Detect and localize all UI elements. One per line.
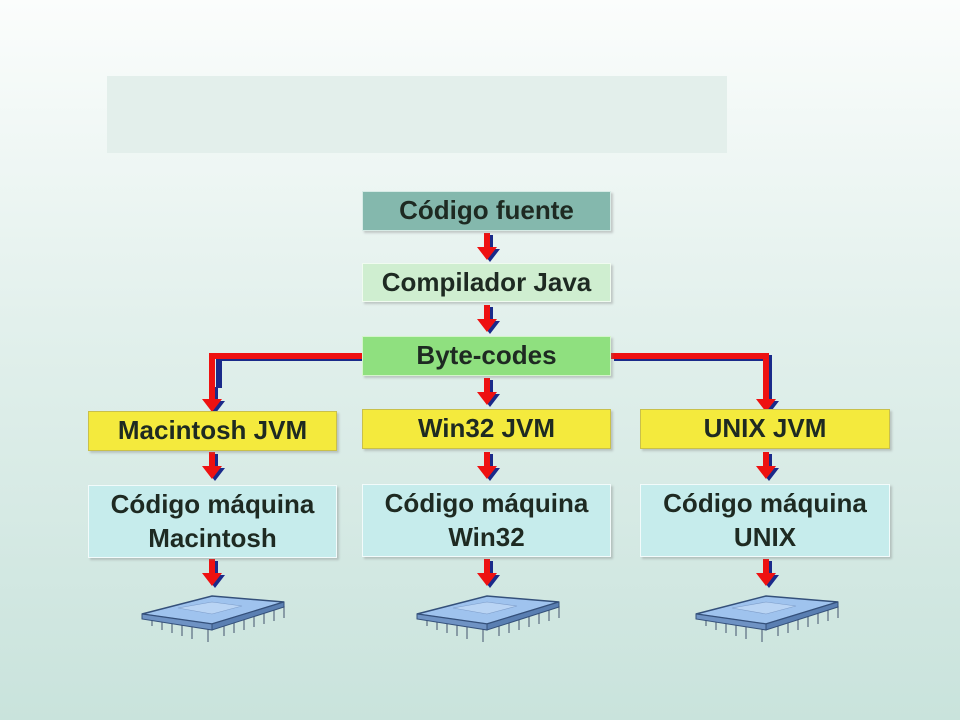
- arrow-bytecode-to-macjvm: [202, 385, 225, 414]
- macintosh-jvm-box: Macintosh JVM: [88, 411, 337, 451]
- arrow-source-to-compiler: [477, 233, 500, 262]
- arrow-compiler-to-bytecode: [477, 305, 500, 334]
- machine-code-win32-box: Código máquina Win32: [362, 484, 611, 557]
- microchip-icon: [416, 595, 560, 642]
- arrow-macjvm-to-mc: [202, 452, 225, 481]
- java-compiler-label: Compilador Java: [381, 266, 592, 297]
- machine-code-macintosh-box: Código máquina Macintosh: [88, 485, 337, 558]
- unix-jvm-box: UNIX JVM: [640, 409, 890, 449]
- win32-jvm-label: Win32 JVM: [417, 413, 556, 444]
- unix-jvm-label: UNIX JVM: [703, 413, 827, 444]
- machine-code-win32-label: Código máquina Win32: [384, 488, 589, 552]
- arrow-unixjvm-to-mc: [756, 452, 779, 481]
- arrow-unixmc-to-chip: [756, 559, 779, 588]
- macintosh-jvm-label: Macintosh JVM: [117, 415, 308, 446]
- bytecodes-label: Byte-codes: [416, 340, 557, 371]
- machine-code-macintosh-label: Código máquina Macintosh: [110, 489, 315, 553]
- machine-code-unix-label: Código máquina UNIX: [663, 488, 867, 552]
- arrow-bytecode-to-win32jvm: [477, 378, 500, 407]
- source-code-label: Código fuente: [399, 195, 574, 226]
- arrow-winjvm-to-mc: [477, 452, 500, 481]
- title-placeholder-band: [107, 76, 727, 153]
- arrow-winmc-to-chip: [477, 559, 500, 588]
- machine-code-unix-box: Código máquina UNIX: [640, 484, 890, 557]
- microchip-icon: [141, 595, 285, 642]
- java-compiler-box: Compilador Java: [362, 263, 611, 302]
- bytecodes-box: Byte-codes: [362, 336, 611, 376]
- arrow-macmc-to-chip: [202, 559, 225, 588]
- source-code-box: Código fuente: [362, 191, 611, 231]
- win32-jvm-box: Win32 JVM: [362, 409, 611, 449]
- microchip-icon: [695, 595, 839, 642]
